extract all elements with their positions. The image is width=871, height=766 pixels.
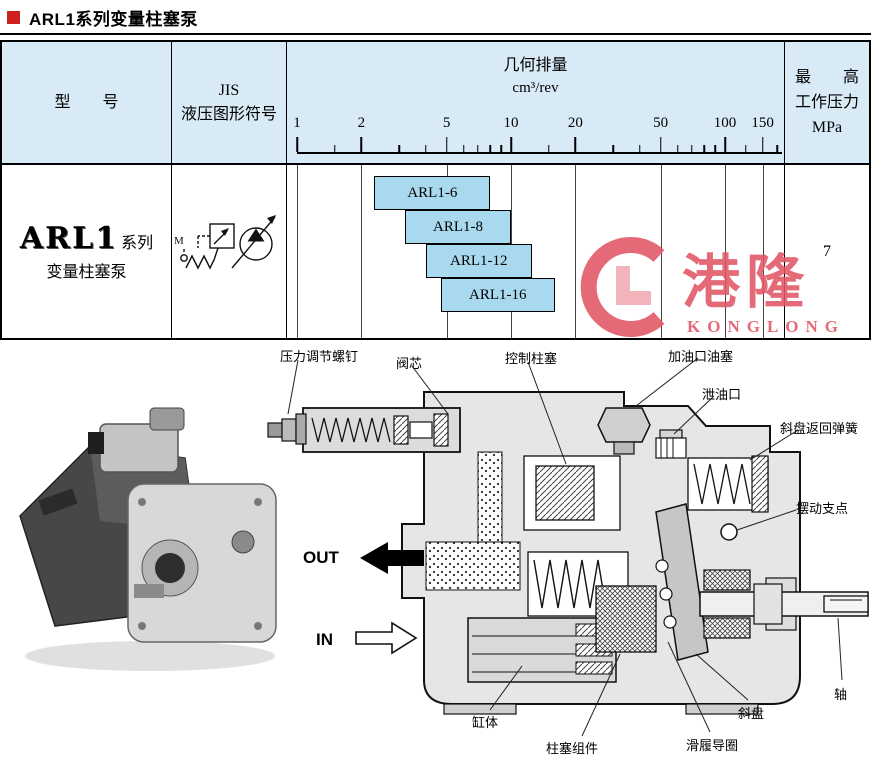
- diagram-section: 压力调节螺钉 阀芯 控制柱塞 加油口油塞 泄油口 斜盘返回弹簧 摆动支点 缸体 …: [0, 346, 871, 766]
- x-tick-minor: [500, 145, 502, 152]
- x-tick-minor: [398, 145, 400, 152]
- x-tick-major: [574, 137, 577, 152]
- x-tick-major: [445, 137, 448, 152]
- x-tick-major: [761, 137, 764, 152]
- leader-lines: [287, 357, 843, 737]
- x-tick-minor: [691, 145, 693, 152]
- label-drain-port: 泄油口: [702, 387, 742, 402]
- in-arrow-icon: [355, 621, 418, 655]
- label-valve-core: 阀芯: [396, 356, 423, 371]
- jis-symbol-graphics: [179, 214, 276, 270]
- header-max-pressure: 最 高 工作压力 MPa: [785, 42, 869, 165]
- header-model: 型 号: [2, 42, 172, 165]
- x-tick-minor: [639, 145, 641, 152]
- x-tick-minor: [425, 145, 427, 152]
- x-tick-minor: [714, 145, 716, 152]
- series-suffix: 系列: [121, 235, 154, 252]
- x-tick-major: [360, 137, 363, 152]
- jis-motor-label: M: [174, 235, 184, 247]
- label-shaft: 轴: [834, 687, 848, 702]
- gridline: [361, 165, 363, 338]
- x-tick-minor: [776, 145, 778, 152]
- max-pressure-value: 7: [823, 242, 831, 260]
- x-tick-minor: [462, 145, 465, 152]
- header-jis-line2: 液压图形符号: [180, 105, 277, 123]
- x-tick-minor: [477, 145, 479, 152]
- label-cylinder-block: 缸体: [472, 715, 499, 730]
- label-out: OUT: [303, 548, 339, 567]
- label-swash-return-spring: 斜盘返回弹簧: [780, 421, 859, 436]
- cell-jis-symbol: M: [172, 165, 287, 338]
- out-arrow-icon: [360, 542, 424, 574]
- range-bar: ARL1-12: [425, 244, 532, 278]
- gridline: [762, 165, 764, 338]
- x-tick-label: 5: [442, 115, 451, 131]
- x-tick-minor: [547, 145, 550, 152]
- x-tick-minor: [333, 145, 336, 152]
- x-tick-minor: [489, 145, 491, 152]
- range-bar: ARL1-6: [374, 176, 491, 210]
- gridline: [575, 165, 577, 338]
- title-underline: [0, 33, 871, 35]
- series-name: 变量柱塞泵: [46, 264, 127, 281]
- x-tick-minor: [703, 145, 705, 152]
- jis-hydraulic-symbol: M: [174, 214, 276, 270]
- page-title-bar: ARL1系列变量柱塞泵: [0, 2, 871, 33]
- header-pressure-line2: 工作压力: [794, 94, 859, 111]
- page-title: ARL1系列变量柱塞泵: [29, 10, 198, 29]
- range-bar: ARL1-8: [405, 210, 511, 244]
- x-tick-label: 150: [751, 115, 774, 131]
- x-axis-line: [297, 152, 783, 154]
- header-model-label: 型 号: [54, 93, 119, 111]
- cell-max-pressure: 7: [785, 165, 869, 338]
- x-tick-minor: [744, 145, 747, 152]
- x-tick-label: 20: [567, 115, 583, 131]
- series-logo: ARL1: [19, 221, 119, 256]
- gridline: [660, 165, 662, 338]
- pump-cross-section: [267, 391, 869, 715]
- pump-photo: [19, 407, 277, 671]
- header-jis-symbol: JIS 液压图形符号: [172, 42, 287, 165]
- x-tick-label: 2: [357, 115, 366, 131]
- spec-table: 型 号 JIS 液压图形符号 几何排量 cm³/rev 1 2 5 10 20 50 100…: [0, 40, 871, 340]
- label-pressure-screw: 压力调节螺钉: [280, 349, 359, 364]
- header-pressure-line1: 最 高: [794, 69, 859, 86]
- gridline: [297, 165, 298, 338]
- red-square-bullet-icon: [7, 11, 20, 24]
- diagram-svg: [19, 357, 869, 737]
- displacement-scale: 几何排量 cm³/rev 1 2 5 10 20 50 100 150: [287, 42, 785, 165]
- x-tick-major: [296, 137, 298, 152]
- label-swing-pivot: 摆动支点: [796, 501, 849, 516]
- range-bar: ARL1-16: [440, 278, 555, 312]
- x-tick-major: [659, 137, 662, 152]
- x-tick-major: [510, 137, 512, 152]
- label-control-piston: 控制柱塞: [505, 351, 558, 366]
- label-swash-plate: 斜盘: [738, 706, 765, 721]
- x-tick-major: [724, 137, 726, 152]
- header-pressure-line3: MPa: [811, 119, 843, 136]
- label-oil-filler-plug: 加油口油塞: [668, 349, 734, 364]
- x-tick-label: 1: [293, 115, 301, 131]
- x-tick-label: 100: [713, 115, 737, 131]
- header-jis-line1: JIS: [218, 81, 240, 99]
- gridline: [725, 165, 726, 338]
- displacement-title: 几何排量: [503, 57, 568, 74]
- displacement-unit: cm³/rev: [512, 80, 559, 96]
- x-tick-minor: [612, 145, 614, 152]
- x-tick-label: 50: [653, 115, 669, 131]
- x-tick-label: 10: [503, 115, 519, 131]
- label-piston-assembly: 柱塞组件: [546, 741, 599, 756]
- label-slipper-guide-ring: 滑履导圈: [686, 738, 739, 753]
- label-in: IN: [316, 630, 333, 649]
- x-tick-minor: [676, 145, 679, 152]
